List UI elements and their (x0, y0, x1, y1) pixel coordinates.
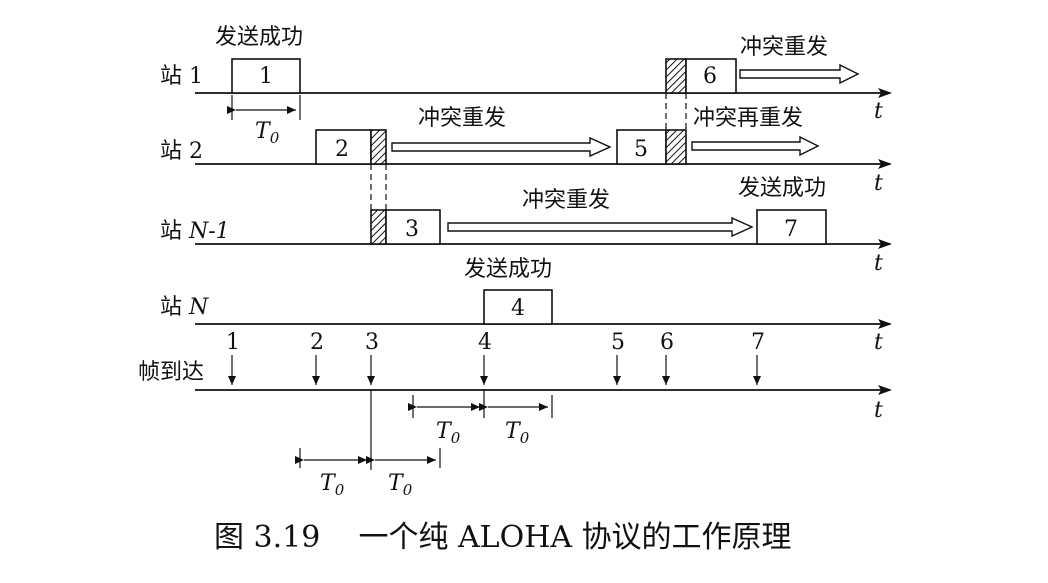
t0-label-3b: T0 (388, 471, 413, 499)
frame-4-box (483, 289, 553, 325)
figure-caption: 图 3.19 一个纯 ALOHA 协议的工作原理 (214, 520, 792, 555)
station-1-label: 站 1 (160, 64, 203, 89)
annotation-collision-resend-again: 冲突再重发 (693, 106, 803, 131)
arrival-number-2: 2 (310, 330, 324, 355)
frame-2-collision-part (370, 129, 387, 165)
t0-label-1: T0 (255, 119, 280, 147)
arrival-number-4: 4 (478, 330, 492, 355)
arrival-markers: 1 2 3 4 5 6 7 (226, 330, 765, 385)
station-2-label: 站 2 (160, 139, 203, 164)
resend-arrow-3 (691, 135, 820, 157)
t-label-5: t (874, 398, 883, 423)
resend-arrow-2 (391, 136, 612, 158)
arrival-number-5: 5 (611, 330, 625, 355)
annotation-success-4: 发送成功 (464, 257, 552, 282)
t-label-2: t (874, 171, 883, 196)
frame-5-number: 5 (634, 137, 648, 162)
frame-6-box (685, 58, 737, 94)
frame-4-number: 4 (511, 296, 525, 321)
station-n-label: 站 N (160, 295, 209, 320)
frame-5-collision-part (665, 129, 687, 165)
frame-3-box (385, 209, 441, 245)
annotation-success-1: 发送成功 (215, 25, 303, 50)
annotation-collision-resend-3: 冲突重发 (522, 188, 610, 213)
t0-label-4b: T0 (505, 419, 530, 447)
t-label-3: t (874, 251, 883, 276)
frame-2-number: 2 (335, 137, 349, 162)
frame-7-number: 7 (784, 217, 798, 242)
frame-3-collision-part (370, 209, 387, 245)
frame-6-collision-part (665, 58, 687, 94)
frame-1-box (231, 58, 301, 94)
frame-1-number: 1 (259, 64, 273, 89)
resend-arrow-4 (447, 216, 754, 238)
annotation-collision-resend-1: 冲突重发 (740, 35, 828, 60)
t0-label-4a: T0 (436, 419, 461, 447)
t0-label-3a: T0 (320, 471, 345, 499)
arrival-number-7: 7 (751, 330, 765, 355)
annotation-success-7: 发送成功 (738, 176, 826, 201)
resend-arrow-1 (739, 63, 860, 85)
arrival-number-3: 3 (365, 330, 379, 355)
frame-arrival-label: 帧到达 (138, 360, 204, 385)
frame-6-number: 6 (703, 64, 717, 89)
t-label-1: t (874, 99, 883, 124)
station-n-minus-1-label: 站 N-1 (160, 219, 230, 244)
frame-7-box (756, 209, 827, 245)
annotation-collision-resend-2: 冲突重发 (418, 106, 506, 131)
arrival-number-6: 6 (660, 330, 674, 355)
arrival-number-1: 1 (226, 330, 240, 355)
t-label-4: t (874, 330, 883, 355)
frame-3-number: 3 (405, 217, 419, 242)
